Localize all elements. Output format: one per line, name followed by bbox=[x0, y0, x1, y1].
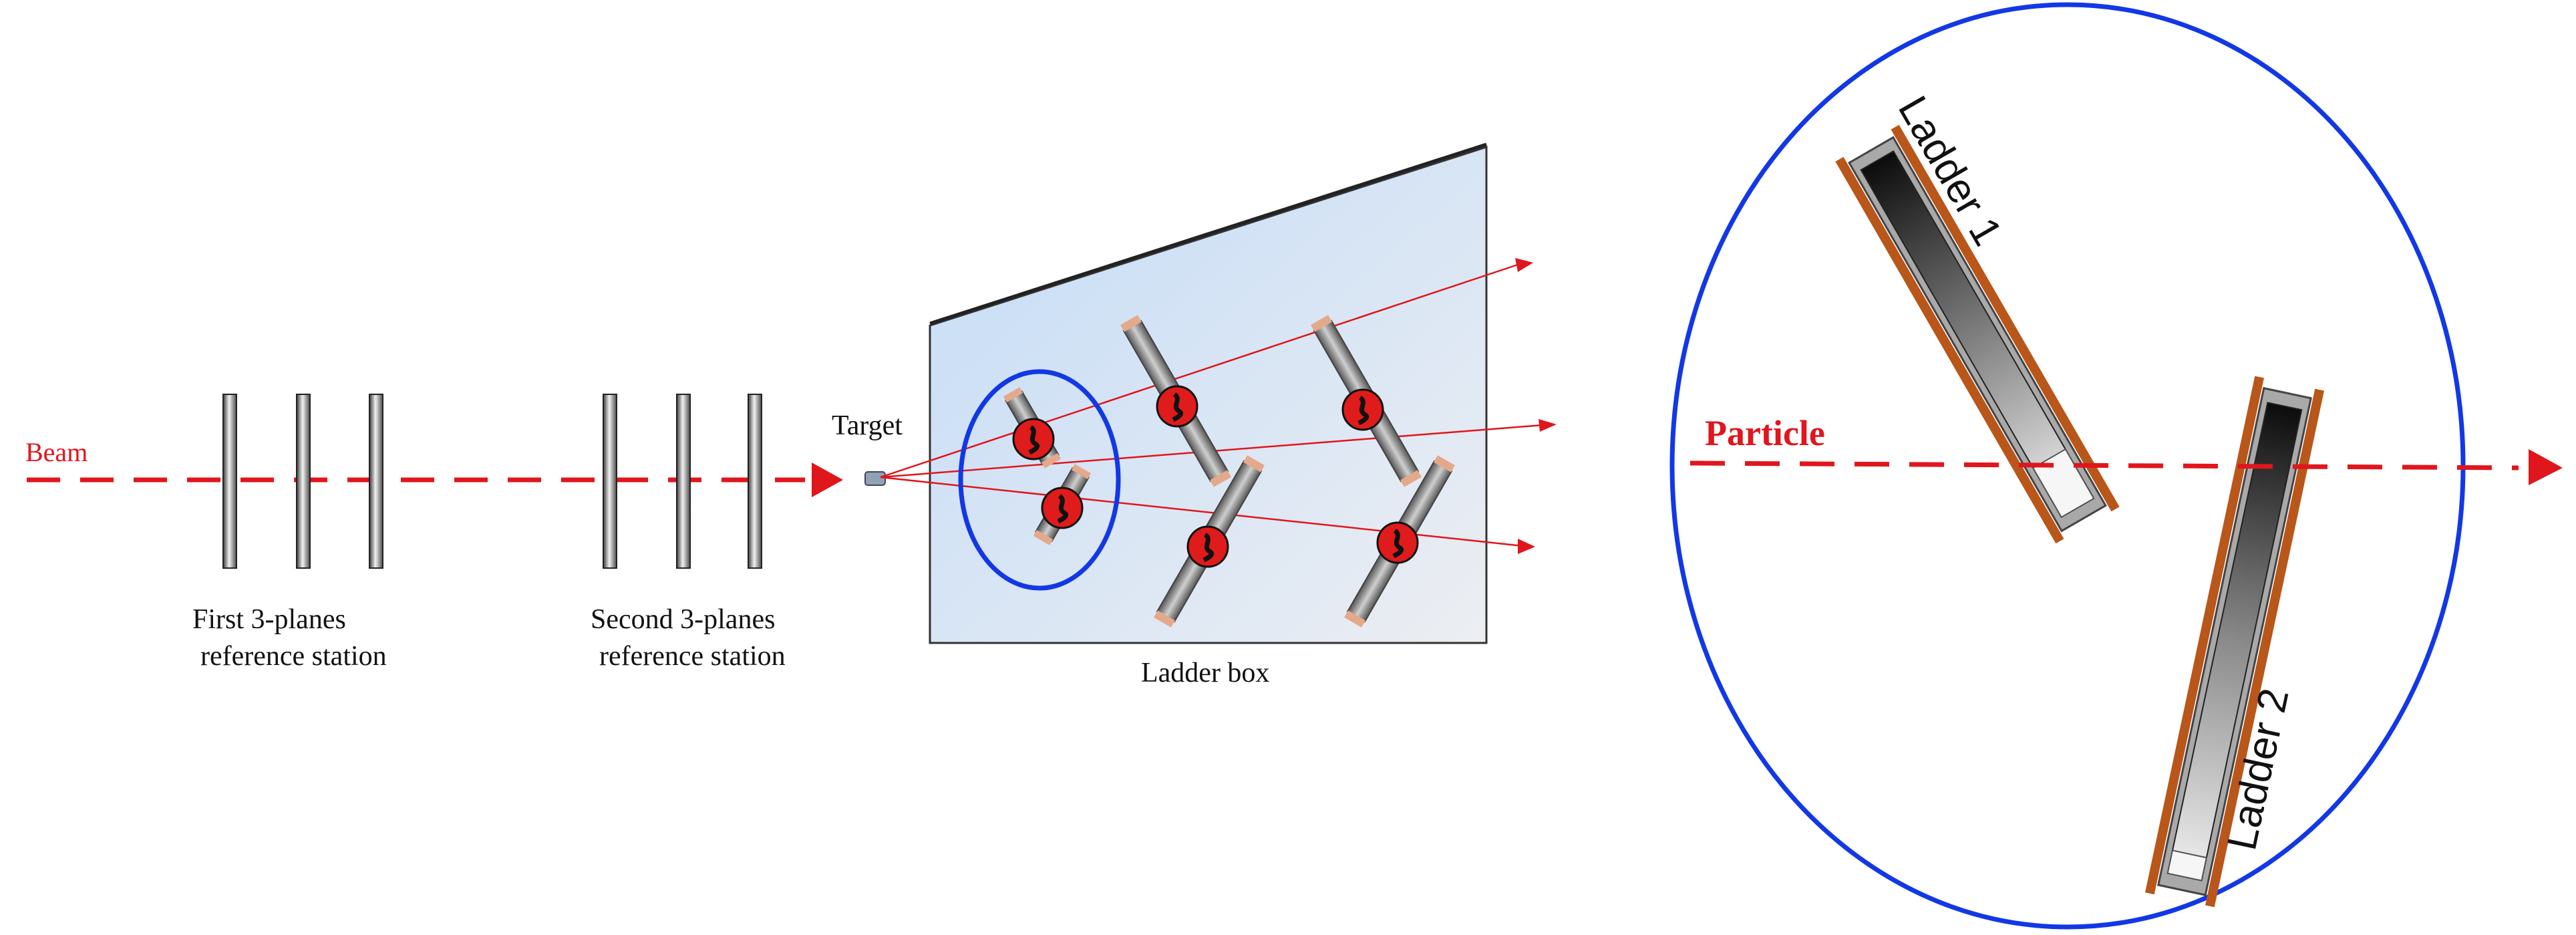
detector-plane bbox=[603, 394, 617, 569]
highlight-ellipse-small bbox=[958, 369, 1121, 591]
particle-label: Particle bbox=[1705, 413, 1825, 453]
target bbox=[864, 471, 886, 486]
hit-markers bbox=[1012, 385, 1419, 568]
first-station-label-line1: First 3-planes bbox=[192, 604, 346, 635]
track-arrowhead-icon bbox=[1539, 419, 1557, 432]
target-label: Target bbox=[832, 410, 903, 441]
first-reference-station bbox=[222, 394, 383, 569]
ladder-2 bbox=[2145, 376, 2324, 908]
particle-arrowhead-icon bbox=[2529, 449, 2563, 485]
hit-marker-icon bbox=[1041, 487, 1084, 529]
detector-plane bbox=[369, 394, 383, 569]
ladder-box-label: Ladder box bbox=[1141, 658, 1269, 688]
beam-line bbox=[27, 462, 843, 497]
hit-marker-icon bbox=[1186, 525, 1229, 568]
particle-line bbox=[1689, 449, 2563, 485]
second-station-label-line1: Second 3-planes bbox=[591, 604, 775, 635]
track-arrowhead-icon bbox=[1518, 539, 1535, 554]
detector-plane bbox=[222, 394, 237, 569]
detector-plane bbox=[296, 394, 311, 569]
hit-marker-icon bbox=[1012, 418, 1055, 460]
track-arrowhead-icon bbox=[1515, 258, 1533, 272]
first-station-label-line2: reference station bbox=[200, 641, 387, 672]
ladder-1 bbox=[1835, 124, 2120, 544]
detector-plane bbox=[748, 394, 762, 569]
beam-label: Beam bbox=[25, 437, 88, 467]
hit-marker-icon bbox=[1156, 385, 1198, 428]
detector-plane bbox=[676, 394, 691, 569]
second-station-label-line2: reference station bbox=[599, 641, 786, 672]
beam-arrowhead-icon bbox=[812, 462, 843, 497]
hit-marker-icon bbox=[1376, 521, 1419, 564]
second-reference-station bbox=[603, 394, 762, 569]
hit-marker-icon bbox=[1341, 388, 1384, 431]
